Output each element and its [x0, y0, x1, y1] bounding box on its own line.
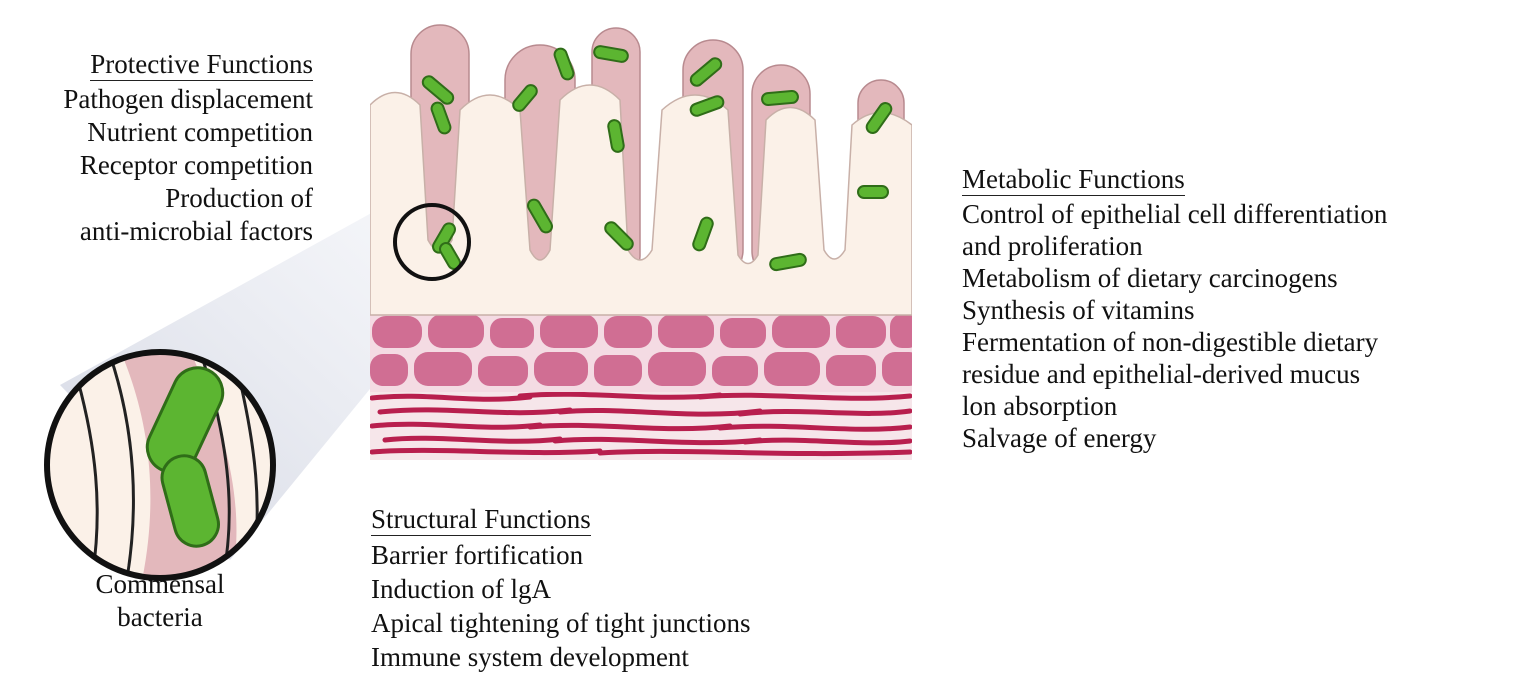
magnified-view: [44, 349, 276, 581]
structural-item: Apical tightening of tight junctions: [371, 608, 751, 638]
lamina-propria: [370, 310, 912, 392]
metabolic-item: and proliferation: [962, 231, 1143, 261]
protective-item: Receptor competition: [79, 150, 313, 180]
metabolic-item: Metabolism of dietary carcinogens: [962, 263, 1338, 293]
structural-heading: Structural Functions: [371, 504, 591, 536]
metabolic-item: residue and epithelial-derived mucus: [962, 359, 1361, 389]
zoom-marker-circle: [393, 203, 471, 281]
metabolic-item: Synthesis of vitamins: [962, 295, 1195, 325]
protective-item: anti-microbial factors: [79, 216, 313, 246]
structural-item: Immune system development: [371, 642, 689, 672]
caption-line: bacteria: [117, 602, 203, 632]
metabolic-item: Fermentation of non-digestible dietary: [962, 327, 1379, 357]
metabolic-item: Salvage of energy: [962, 423, 1157, 453]
metabolic-functions: Metabolic Functions Control of epithelia…: [962, 163, 1387, 454]
protective-item: Nutrient competition: [87, 117, 313, 147]
muscle-layer: [370, 388, 912, 460]
protective-item: Production of: [165, 183, 313, 213]
magnified-bacterium: [145, 366, 225, 474]
structural-item: Barrier fortification: [371, 540, 584, 570]
protective-functions: Protective Functions Pathogen displaceme…: [63, 48, 313, 248]
structural-functions: Structural Functions Barrier fortificati…: [371, 502, 750, 674]
bacteria-cluster: [421, 45, 893, 272]
caption-line: Commensal: [95, 569, 225, 599]
metabolic-item: Control of epithelial cell differentiati…: [962, 199, 1388, 229]
commensal-bacteria-caption: Commensal bacteria: [40, 568, 280, 634]
metabolic-item: lon absorption: [962, 391, 1118, 421]
protective-heading: Protective Functions: [90, 49, 313, 81]
magnified-bacterium: [160, 454, 220, 548]
protective-item: Pathogen displacement: [63, 84, 313, 114]
metabolic-heading: Metabolic Functions: [962, 164, 1185, 196]
structural-item: Induction of lgA: [371, 574, 551, 604]
